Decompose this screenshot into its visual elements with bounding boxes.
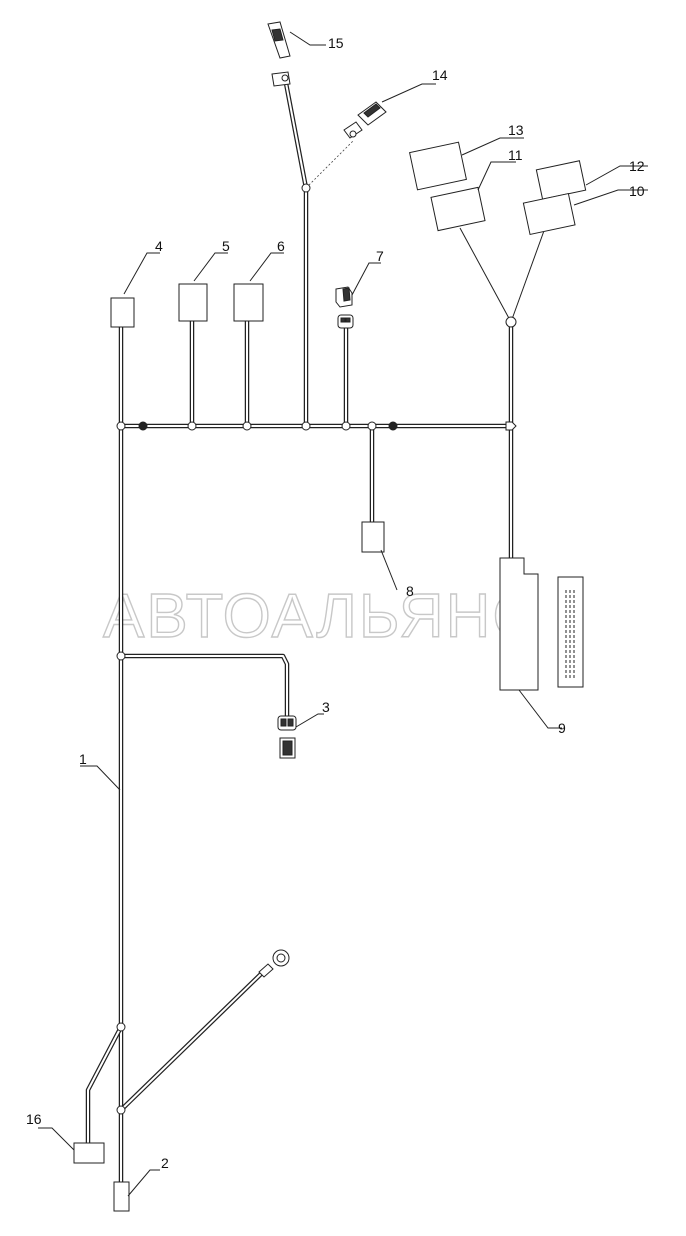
- connector-3: [277, 715, 297, 759]
- callout-11: 11: [508, 147, 523, 163]
- callout-9: 9: [558, 720, 566, 736]
- callout-labels: 1 2 3 4 5 6 7 8 9 10 11 12 13 14 15 16: [26, 35, 645, 1171]
- callout-10: 10: [629, 183, 645, 199]
- junction-nodes: [116, 183, 517, 1115]
- callout-6: 6: [277, 238, 285, 254]
- callout-15: 15: [328, 35, 344, 51]
- connector-2: [113, 1181, 130, 1212]
- callout-8: 8: [406, 583, 414, 599]
- leader-lines: [38, 31, 648, 1197]
- connector-15: [267, 21, 291, 87]
- control-unit-9: [499, 557, 584, 691]
- callout-13: 13: [508, 122, 524, 138]
- callout-1: 1: [79, 751, 87, 767]
- callout-12: 12: [629, 158, 645, 174]
- connector-14: [343, 101, 387, 139]
- sensor-7: [335, 286, 354, 329]
- thin-wires-to-connectors: [305, 139, 546, 323]
- harness-wires: [85, 75, 514, 1185]
- callout-2: 2: [161, 1155, 169, 1171]
- callout-14: 14: [432, 67, 448, 83]
- watermark: АВТОАЛЬЯНС: [103, 582, 539, 651]
- ring-terminal: [258, 949, 290, 978]
- connector-6: [233, 283, 264, 322]
- connector-5: [178, 283, 208, 322]
- connector-8: [361, 521, 385, 553]
- callout-7: 7: [376, 248, 384, 264]
- connector-4: [110, 297, 135, 328]
- connectors-10-13: [409, 141, 587, 236]
- callout-4: 4: [155, 238, 163, 254]
- callout-16: 16: [26, 1111, 42, 1127]
- callout-3: 3: [322, 699, 330, 715]
- connector-16: [73, 1142, 105, 1164]
- callout-5: 5: [222, 238, 230, 254]
